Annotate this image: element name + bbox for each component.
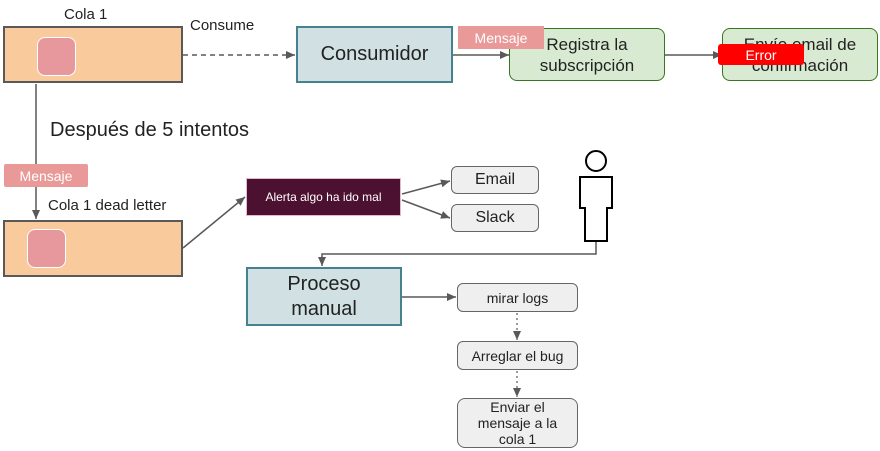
register-box: Registra la subscripción bbox=[509, 28, 665, 81]
step-check-logs-label: mirar logs bbox=[486, 289, 549, 306]
register-label: Registra la subscripción bbox=[539, 34, 635, 75]
alert-to-email-arrow bbox=[401, 179, 451, 195]
manual-process-box: Proceso manual bbox=[246, 267, 402, 326]
step-check-logs: mirar logs bbox=[457, 283, 578, 312]
queue1-message-icon bbox=[37, 37, 76, 76]
step-resend-message-label: Enviar el mensaje a la cola 1 bbox=[477, 399, 558, 447]
message-tag-left: Mensaje bbox=[4, 164, 88, 187]
queue1-box bbox=[3, 26, 183, 83]
person-to-manual-arrow bbox=[318, 242, 597, 266]
slack-channel-box: Slack bbox=[451, 204, 539, 232]
error-tag: Error bbox=[718, 44, 804, 65]
dead-letter-title: Cola 1 dead letter bbox=[48, 197, 167, 214]
manual-process-label: Proceso manual bbox=[287, 272, 361, 320]
consume-label: Consume bbox=[190, 17, 255, 34]
step-fix-bug-label: Arreglar el bug bbox=[471, 347, 564, 364]
alert-label: Alerta algo ha ido mal bbox=[265, 190, 382, 204]
email-channel-box: Email bbox=[451, 166, 539, 194]
alert-to-slack-arrow bbox=[401, 199, 451, 219]
retries-label: Después de 5 intentos bbox=[50, 119, 250, 141]
deadletter-to-alert-arrow bbox=[182, 196, 246, 249]
consumer-box: Consumidor bbox=[296, 26, 453, 83]
dead-letter-message-icon bbox=[27, 229, 66, 268]
step-fix-bug: Arreglar el bug bbox=[457, 341, 578, 370]
slack-channel-label: Slack bbox=[475, 209, 515, 226]
queue1-title: Cola 1 bbox=[64, 6, 108, 23]
message-tag-top: Mensaje bbox=[458, 26, 544, 49]
email-channel-label: Email bbox=[474, 171, 515, 188]
consumer-label: Consumidor bbox=[320, 43, 429, 65]
alert-box: Alerta algo ha ido mal bbox=[246, 178, 401, 216]
step-resend-message: Enviar el mensaje a la cola 1 bbox=[457, 398, 578, 448]
person-icon bbox=[579, 150, 613, 242]
